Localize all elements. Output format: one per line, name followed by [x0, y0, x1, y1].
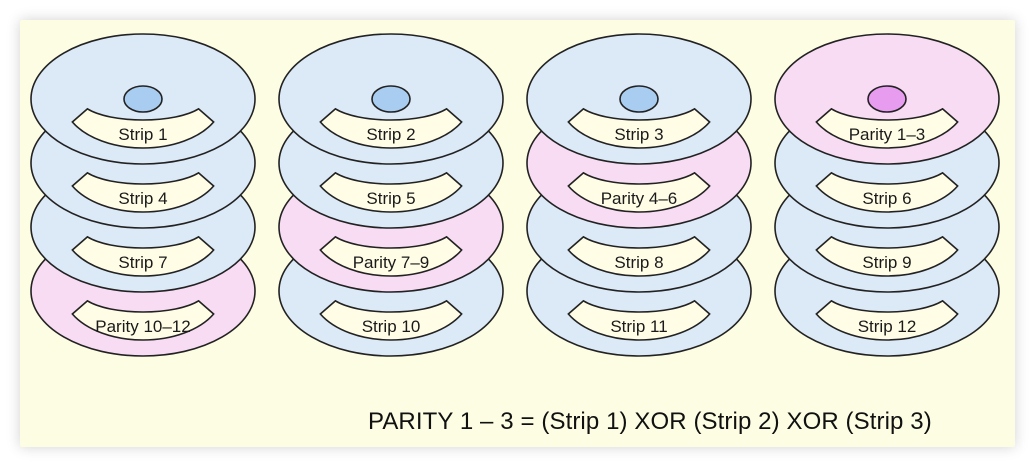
platter: Parity 1–3 [774, 33, 1000, 165]
strip-label: Strip 10 [362, 317, 421, 336]
label-band [71, 171, 215, 213]
label-band [567, 171, 711, 213]
spindle-hub [619, 85, 659, 113]
label-band [71, 299, 215, 341]
strip-label: Strip 9 [862, 253, 911, 272]
parity-label: Parity 4–6 [601, 189, 678, 208]
spindle-hub [123, 85, 163, 113]
strip-label: Strip 7 [118, 253, 167, 272]
strip-label: Strip 6 [862, 189, 911, 208]
label-band [815, 107, 959, 149]
label-band [319, 235, 463, 277]
label-band [815, 235, 959, 277]
strip-label: Strip 8 [614, 253, 663, 272]
parity-label: Parity 1–3 [849, 125, 926, 144]
parity-caption: PARITY 1 – 3 = (Strip 1) XOR (Strip 2) X… [368, 408, 932, 435]
label-band [319, 107, 463, 149]
label-band [319, 171, 463, 213]
strip-label: Strip 3 [614, 125, 663, 144]
disk-stack-4: Strip 12 Strip 9 Strip 6 Parity 1–3 [774, 33, 1000, 357]
spindle-hub [867, 85, 907, 113]
strip-label: Strip 4 [118, 189, 167, 208]
disk-stack-1: Parity 10–12 Strip 7 Strip 4 Strip 1 [30, 33, 256, 357]
platter: Strip 1 [30, 33, 256, 165]
parity-label: Parity 10–12 [95, 317, 190, 336]
strip-label: Strip 11 [610, 317, 667, 336]
platter: Strip 3 [526, 33, 752, 165]
parity-label: Parity 7–9 [353, 253, 430, 272]
label-band [815, 299, 959, 341]
label-band [567, 107, 711, 149]
strip-label: Strip 5 [366, 189, 415, 208]
strip-label: Strip 1 [118, 125, 167, 144]
label-band [567, 299, 711, 341]
diagram-frame: Parity 10–12 Strip 7 Strip 4 Strip 1 Strip 1… [20, 20, 1015, 447]
spindle-hub [371, 85, 411, 113]
disk-stack-3: Strip 11 Strip 8 Parity 4–6 Strip 3 [526, 33, 752, 357]
disk-stack-2: Strip 10 Parity 7–9 Strip 5 Strip 2 [278, 33, 504, 357]
strip-label: Strip 2 [366, 125, 415, 144]
platter: Strip 2 [278, 33, 504, 165]
label-band [319, 299, 463, 341]
label-band [71, 107, 215, 149]
label-band [567, 235, 711, 277]
label-band [815, 171, 959, 213]
raid-diagram: Parity 10–12 Strip 7 Strip 4 Strip 1 Strip 1… [30, 33, 1000, 357]
strip-label: Strip 12 [858, 317, 917, 336]
label-band [71, 235, 215, 277]
